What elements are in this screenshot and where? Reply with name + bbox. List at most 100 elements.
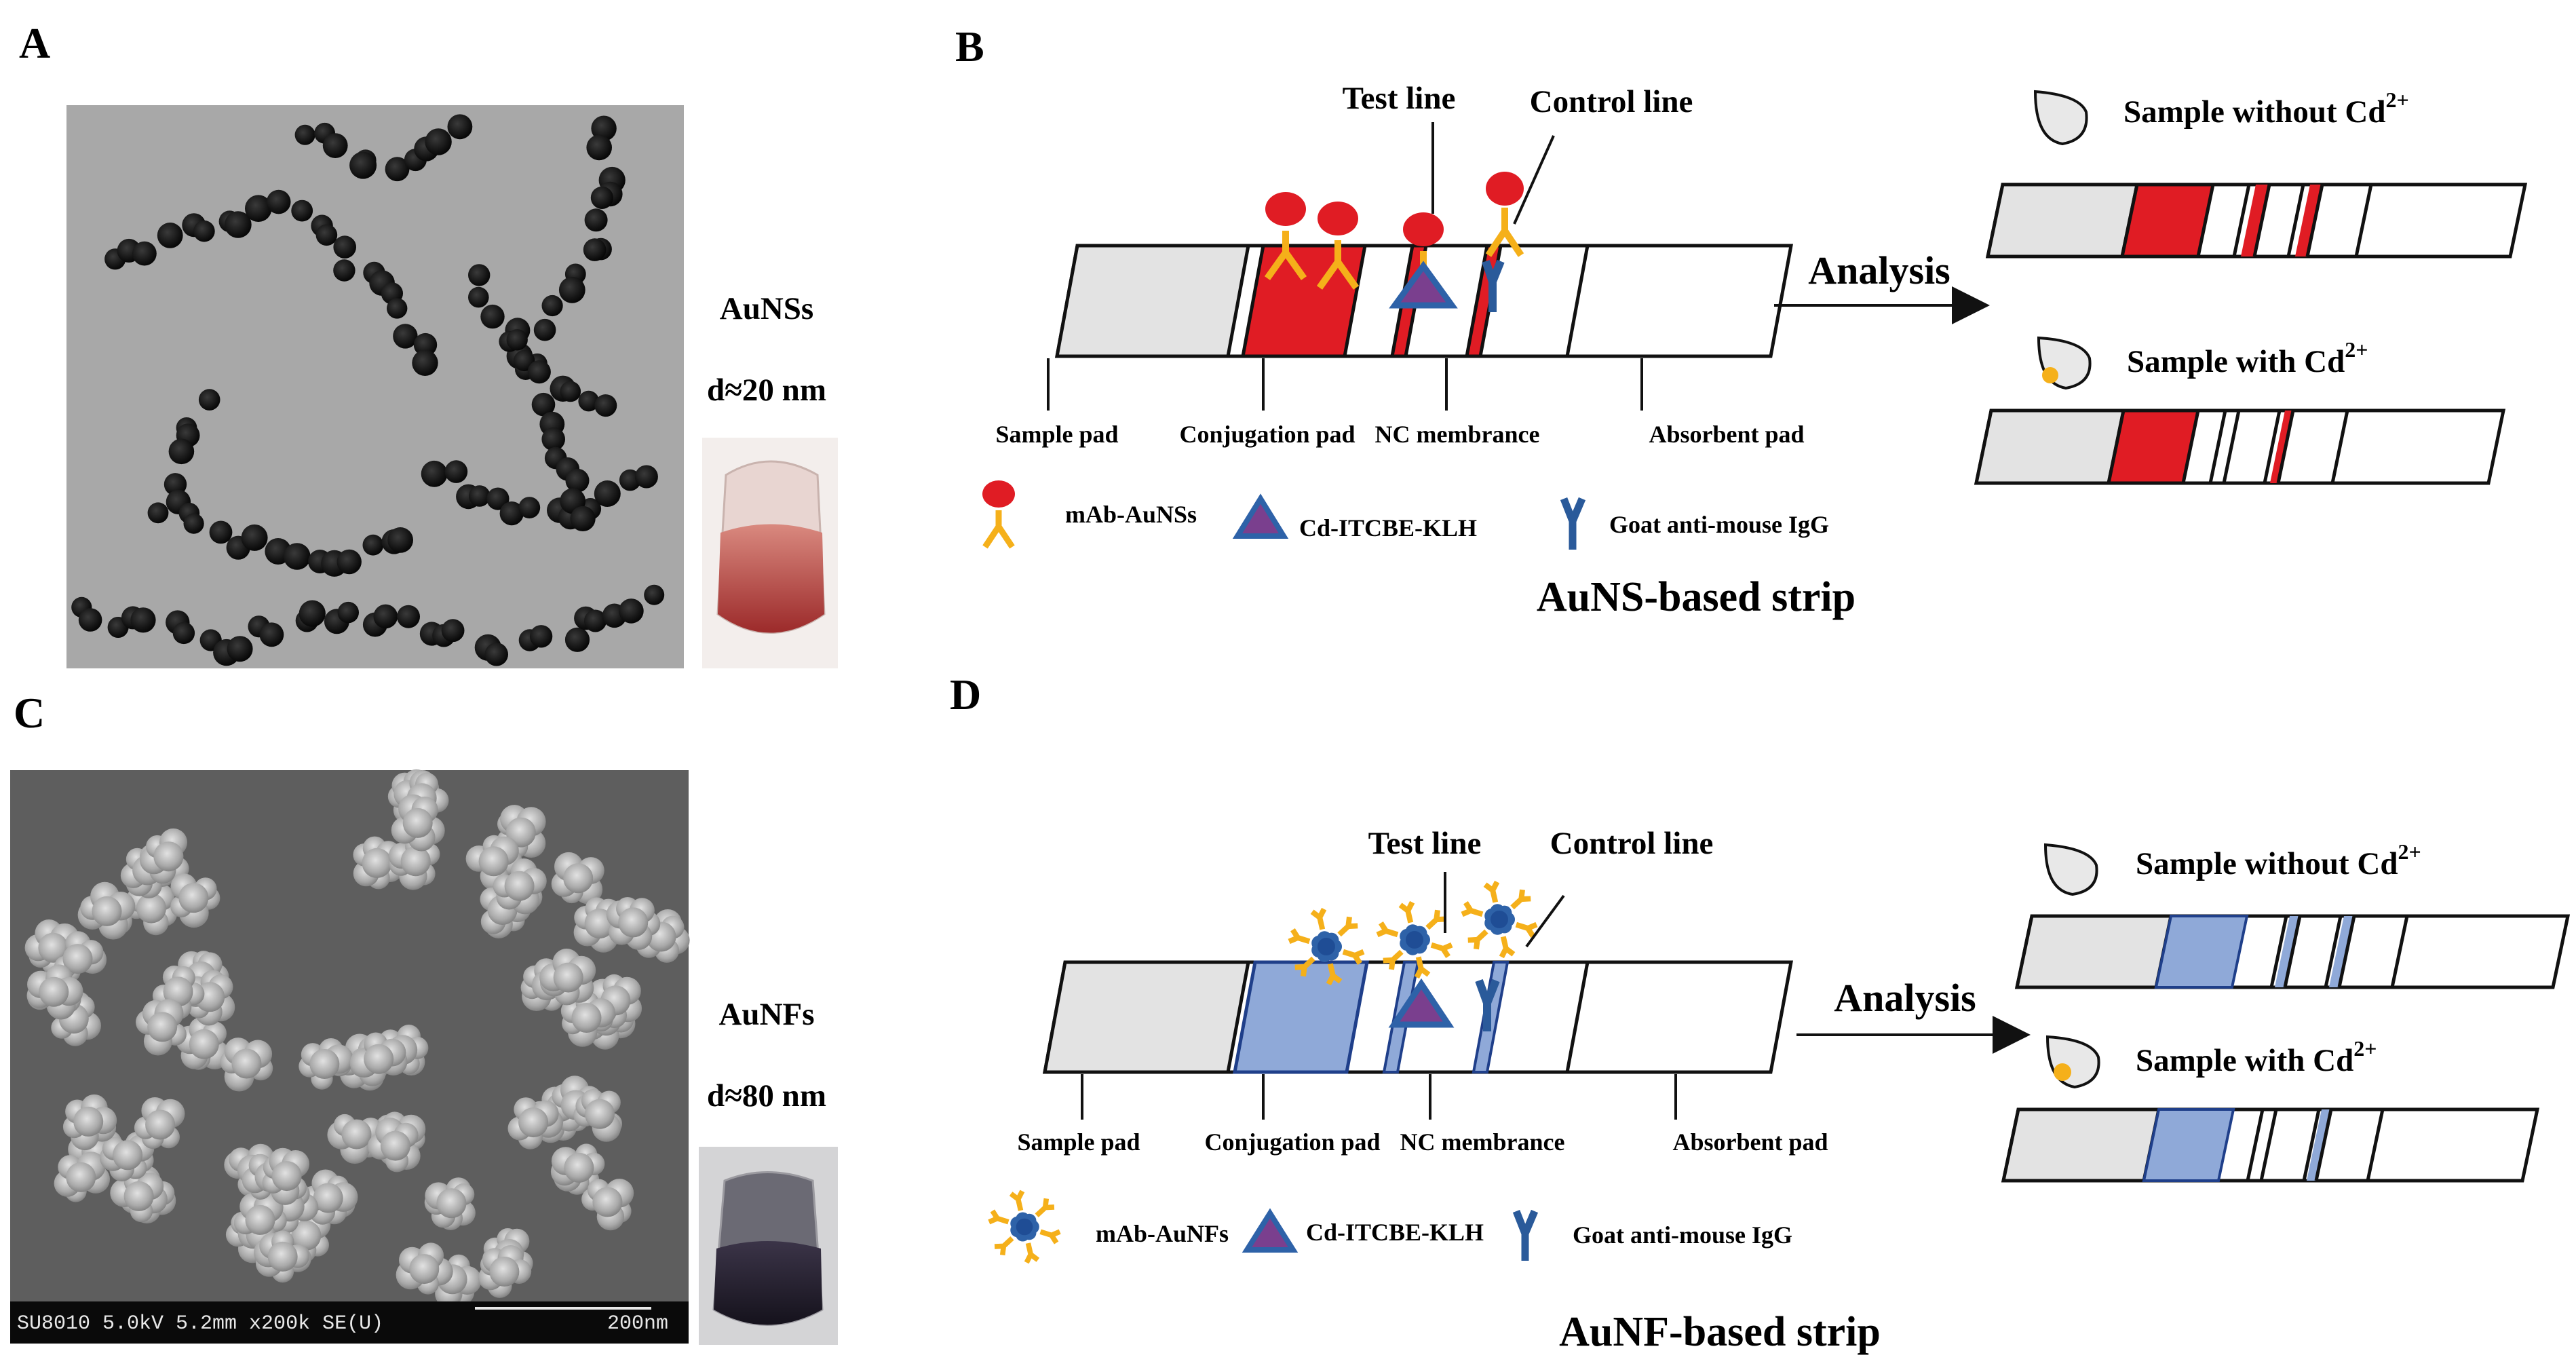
nanosphere xyxy=(444,460,468,483)
nanosphere xyxy=(147,502,169,524)
nanosphere xyxy=(529,625,553,648)
nanoflower xyxy=(254,1230,311,1283)
nanosphere xyxy=(198,389,220,411)
nanoflower xyxy=(391,794,445,852)
nanoflower xyxy=(367,1118,421,1173)
mab-auns-probe xyxy=(1316,202,1360,290)
nanosphere xyxy=(157,223,183,248)
nanosphere xyxy=(506,329,528,351)
mab-auns-probe xyxy=(1485,172,1524,257)
nanoflower xyxy=(550,1143,605,1195)
nanoflower xyxy=(606,897,661,950)
nanosphere xyxy=(480,304,505,329)
panel-label-c: C xyxy=(14,689,45,737)
legend-label-b-2: Goat anti-mouse IgG xyxy=(1609,511,1829,538)
nanosphere xyxy=(315,224,338,246)
droplet-with-cd-icon xyxy=(2037,336,2092,390)
droplet-with-cd-icon xyxy=(2045,1035,2100,1089)
nanosphere xyxy=(578,390,599,412)
cd-itcbe-klh-antigen xyxy=(1388,978,1455,1028)
mab-auns-probe xyxy=(1264,192,1307,280)
nanosphere xyxy=(227,636,253,662)
nanosphere xyxy=(499,501,524,526)
result-strip-negative-b xyxy=(1985,183,2528,259)
nanosphere xyxy=(533,318,556,341)
nanosphere xyxy=(225,211,252,238)
nanoflower xyxy=(299,1038,353,1090)
nanosphere xyxy=(425,128,452,155)
nanosphere xyxy=(468,264,491,286)
nanosphere xyxy=(245,195,272,223)
nanoflower xyxy=(349,1032,408,1086)
sample-without-label-b: Sample without Cd2+ xyxy=(2123,88,2409,130)
control-line-label-d: Control line xyxy=(1550,826,1714,861)
nanosphere xyxy=(486,487,510,510)
analysis-label-d: Analysis xyxy=(1834,976,1976,1020)
tem-image-aunss xyxy=(66,105,684,668)
sem-image-aunfs: SU8010 5.0kV 5.2mm x200k SE(U) 200nm xyxy=(10,769,690,1344)
legend-antigen-icon xyxy=(1232,493,1289,539)
pad-label-b-0: Sample pad xyxy=(995,421,1118,448)
nanoflower xyxy=(573,1089,623,1142)
nanosphere xyxy=(484,643,508,666)
legend-label-b-1: Cd-ITCBE-KLH xyxy=(1299,514,1477,541)
nanosphere xyxy=(193,220,215,242)
nanosphere xyxy=(373,604,398,629)
legend-label-d-1: Cd-ITCBE-KLH xyxy=(1306,1219,1484,1246)
nanosphere xyxy=(337,549,362,575)
nanosphere xyxy=(468,286,489,308)
nanoflower xyxy=(170,873,220,928)
nanoflower xyxy=(424,1177,476,1230)
nanosphere xyxy=(584,609,607,632)
legend-mab-aunf-icon xyxy=(988,1190,1061,1264)
sample-without-label-d: Sample without Cd2+ xyxy=(2136,839,2421,881)
nanosphere xyxy=(397,605,420,628)
nanosphere xyxy=(333,235,356,259)
nanosphere xyxy=(294,124,315,145)
nanosphere xyxy=(590,186,614,209)
goat-anti-mouse-igg xyxy=(1475,978,1500,1031)
nanosphere xyxy=(413,332,438,357)
sample-with-label-d: Sample with Cd2+ xyxy=(2136,1036,2377,1078)
nanosphere xyxy=(241,524,268,551)
nanoflower xyxy=(233,1192,287,1250)
pad-label-b-3: Absorbent pad xyxy=(1649,421,1804,448)
panel-label-d: D xyxy=(950,670,981,719)
legend-label-d-2: Goat anti-mouse IgG xyxy=(1573,1221,1792,1249)
nanoflower xyxy=(493,858,547,915)
nanoflower xyxy=(478,1245,532,1298)
diameter-label-a: d≈20 nm xyxy=(707,373,826,408)
nanosphere xyxy=(447,114,473,140)
pad-label-d-1: Conjugation pad xyxy=(1204,1128,1380,1156)
pad-label-d-2: NC membrance xyxy=(1400,1128,1565,1156)
sample-with-label-b: Sample with Cd2+ xyxy=(2127,337,2368,379)
legend-label-b-0: mAb-AuNSs xyxy=(1065,501,1197,528)
nanosphere xyxy=(385,157,410,182)
nanosphere xyxy=(333,259,355,282)
test-line-label-b: Test line xyxy=(1343,81,1456,116)
nanoflower xyxy=(175,1016,230,1070)
pad-label-b-1: Conjugation pad xyxy=(1179,421,1355,448)
vial-photo-blue xyxy=(699,1147,838,1345)
droplet-icon xyxy=(2043,843,2098,896)
nanosphere xyxy=(531,392,556,417)
nanosphere xyxy=(387,298,408,319)
nanoflower xyxy=(581,1179,634,1231)
nanoflower xyxy=(134,1097,185,1149)
nanoflower xyxy=(62,1094,117,1151)
nanosphere xyxy=(266,189,291,214)
nanosphere xyxy=(558,276,585,303)
nanoflower xyxy=(389,835,440,890)
nanoflower xyxy=(507,1097,563,1149)
result-strip-positive-d xyxy=(2001,1107,2540,1183)
legend-antigen-icon xyxy=(1242,1208,1299,1253)
nanosphere xyxy=(299,600,326,627)
nanosphere xyxy=(441,619,465,643)
nanoflower xyxy=(26,964,83,1020)
cd-itcbe-klh-antigen xyxy=(1389,261,1458,309)
nanosphere xyxy=(322,133,348,159)
goat-anti-mouse-igg xyxy=(1482,259,1505,312)
nanosphere xyxy=(291,199,313,222)
control-line-label-b: Control line xyxy=(1530,84,1693,119)
